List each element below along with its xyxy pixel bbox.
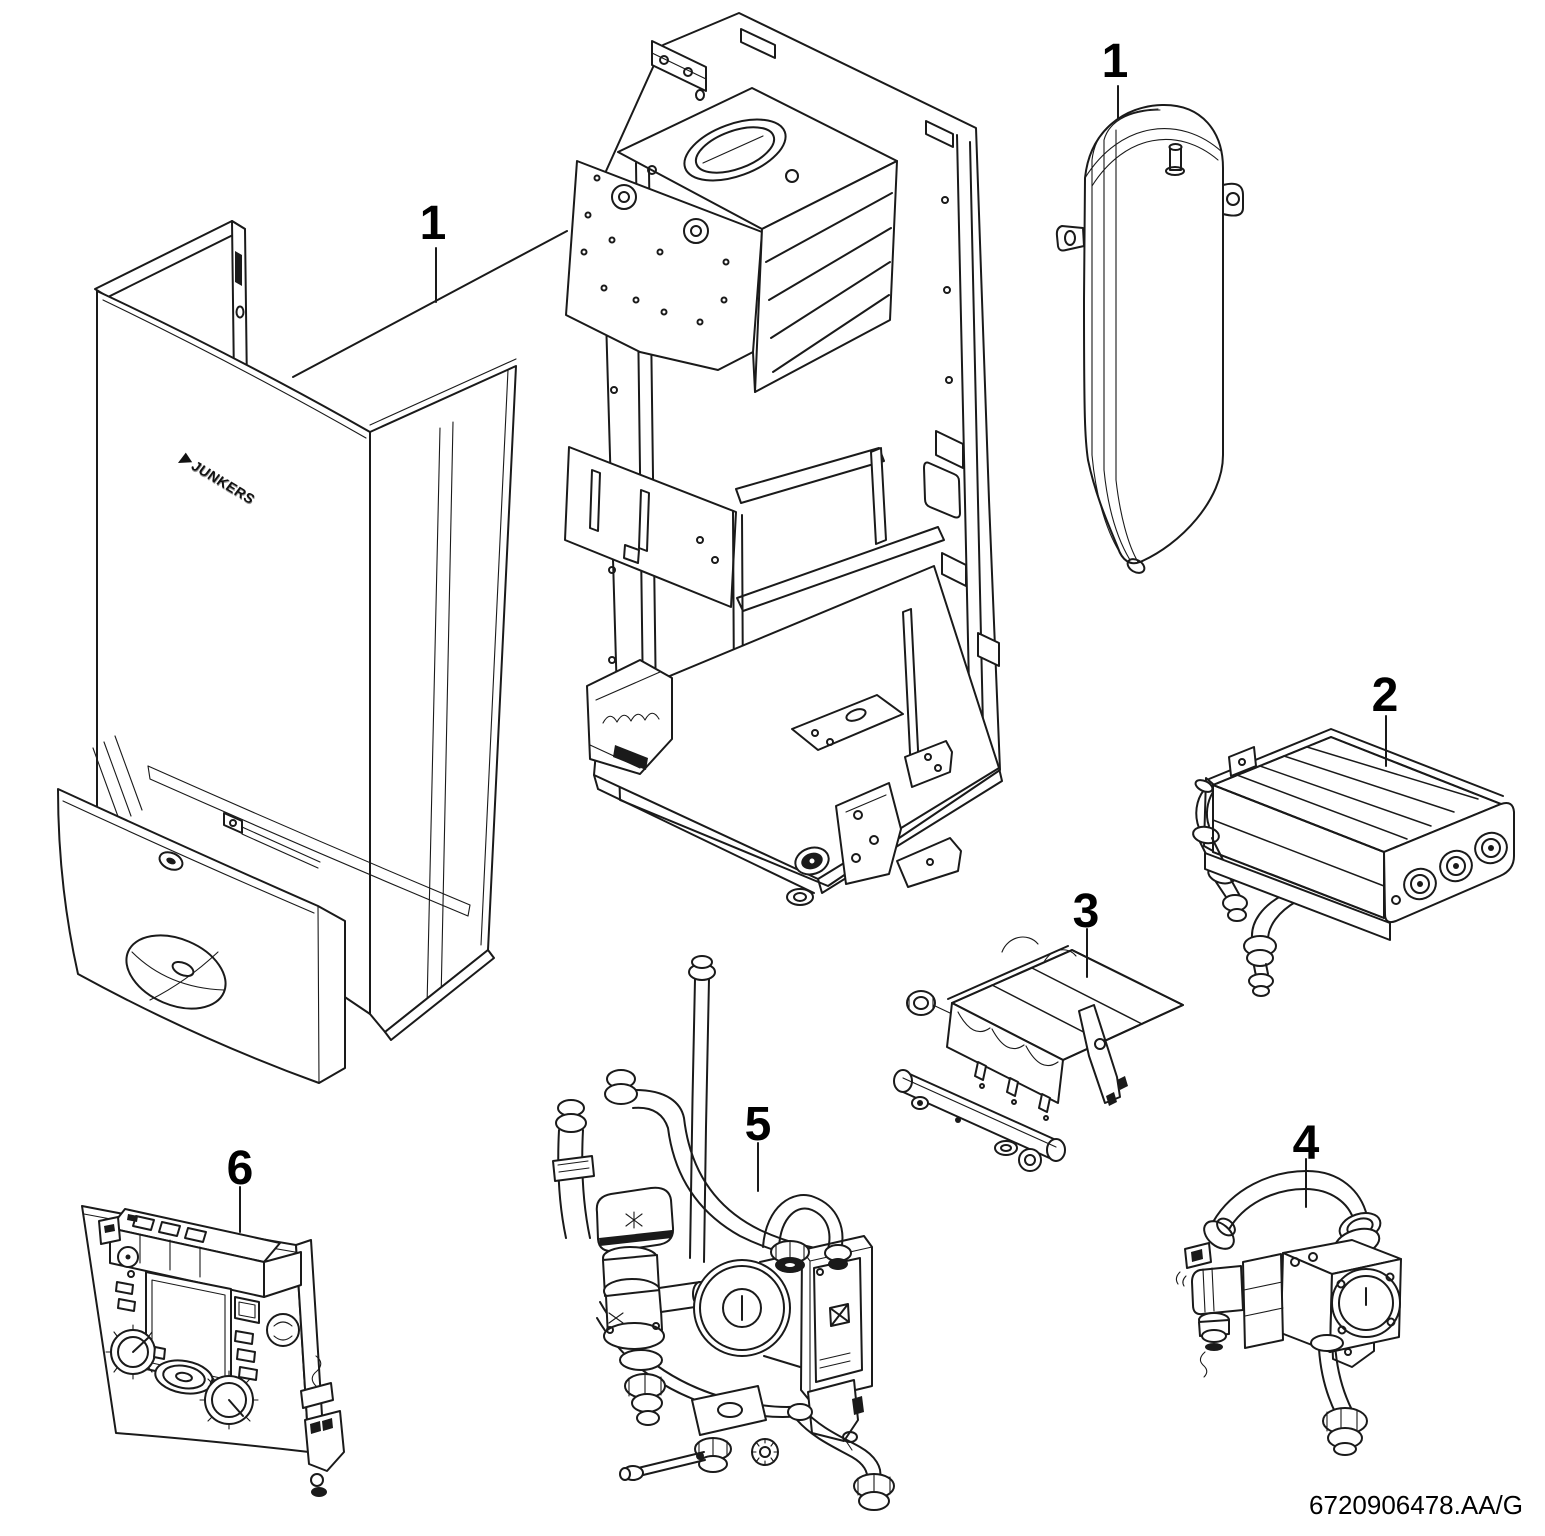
callout-leader-lines [239, 85, 1387, 1233]
chassis-frame-drawing [564, 12, 1003, 906]
callout-1-expansion-vessel: 1 [1101, 35, 1129, 88]
callout-2-heat-exchanger: 2 [1371, 669, 1399, 722]
burner-drawing [893, 936, 1184, 1172]
expansion-vessel-drawing [1055, 103, 1244, 574]
heat-exchanger-drawing [1192, 728, 1515, 997]
callout-6-control-panel: 6 [226, 1142, 254, 1195]
outer-casing-drawing [57, 220, 517, 1084]
callout-1-casing: 1 [419, 197, 447, 250]
gas-valve-drawing [1175, 1170, 1402, 1456]
hydraulic-unit-drawing [552, 955, 895, 1511]
callout-4-gas-valve: 4 [1292, 1117, 1320, 1170]
control-panel-drawing [81, 1205, 345, 1497]
callout-3-burner: 3 [1072, 885, 1100, 938]
callout-5-hydraulic-unit: 5 [744, 1098, 772, 1151]
document-code: 6720906478.AA/G [1309, 1490, 1523, 1520]
